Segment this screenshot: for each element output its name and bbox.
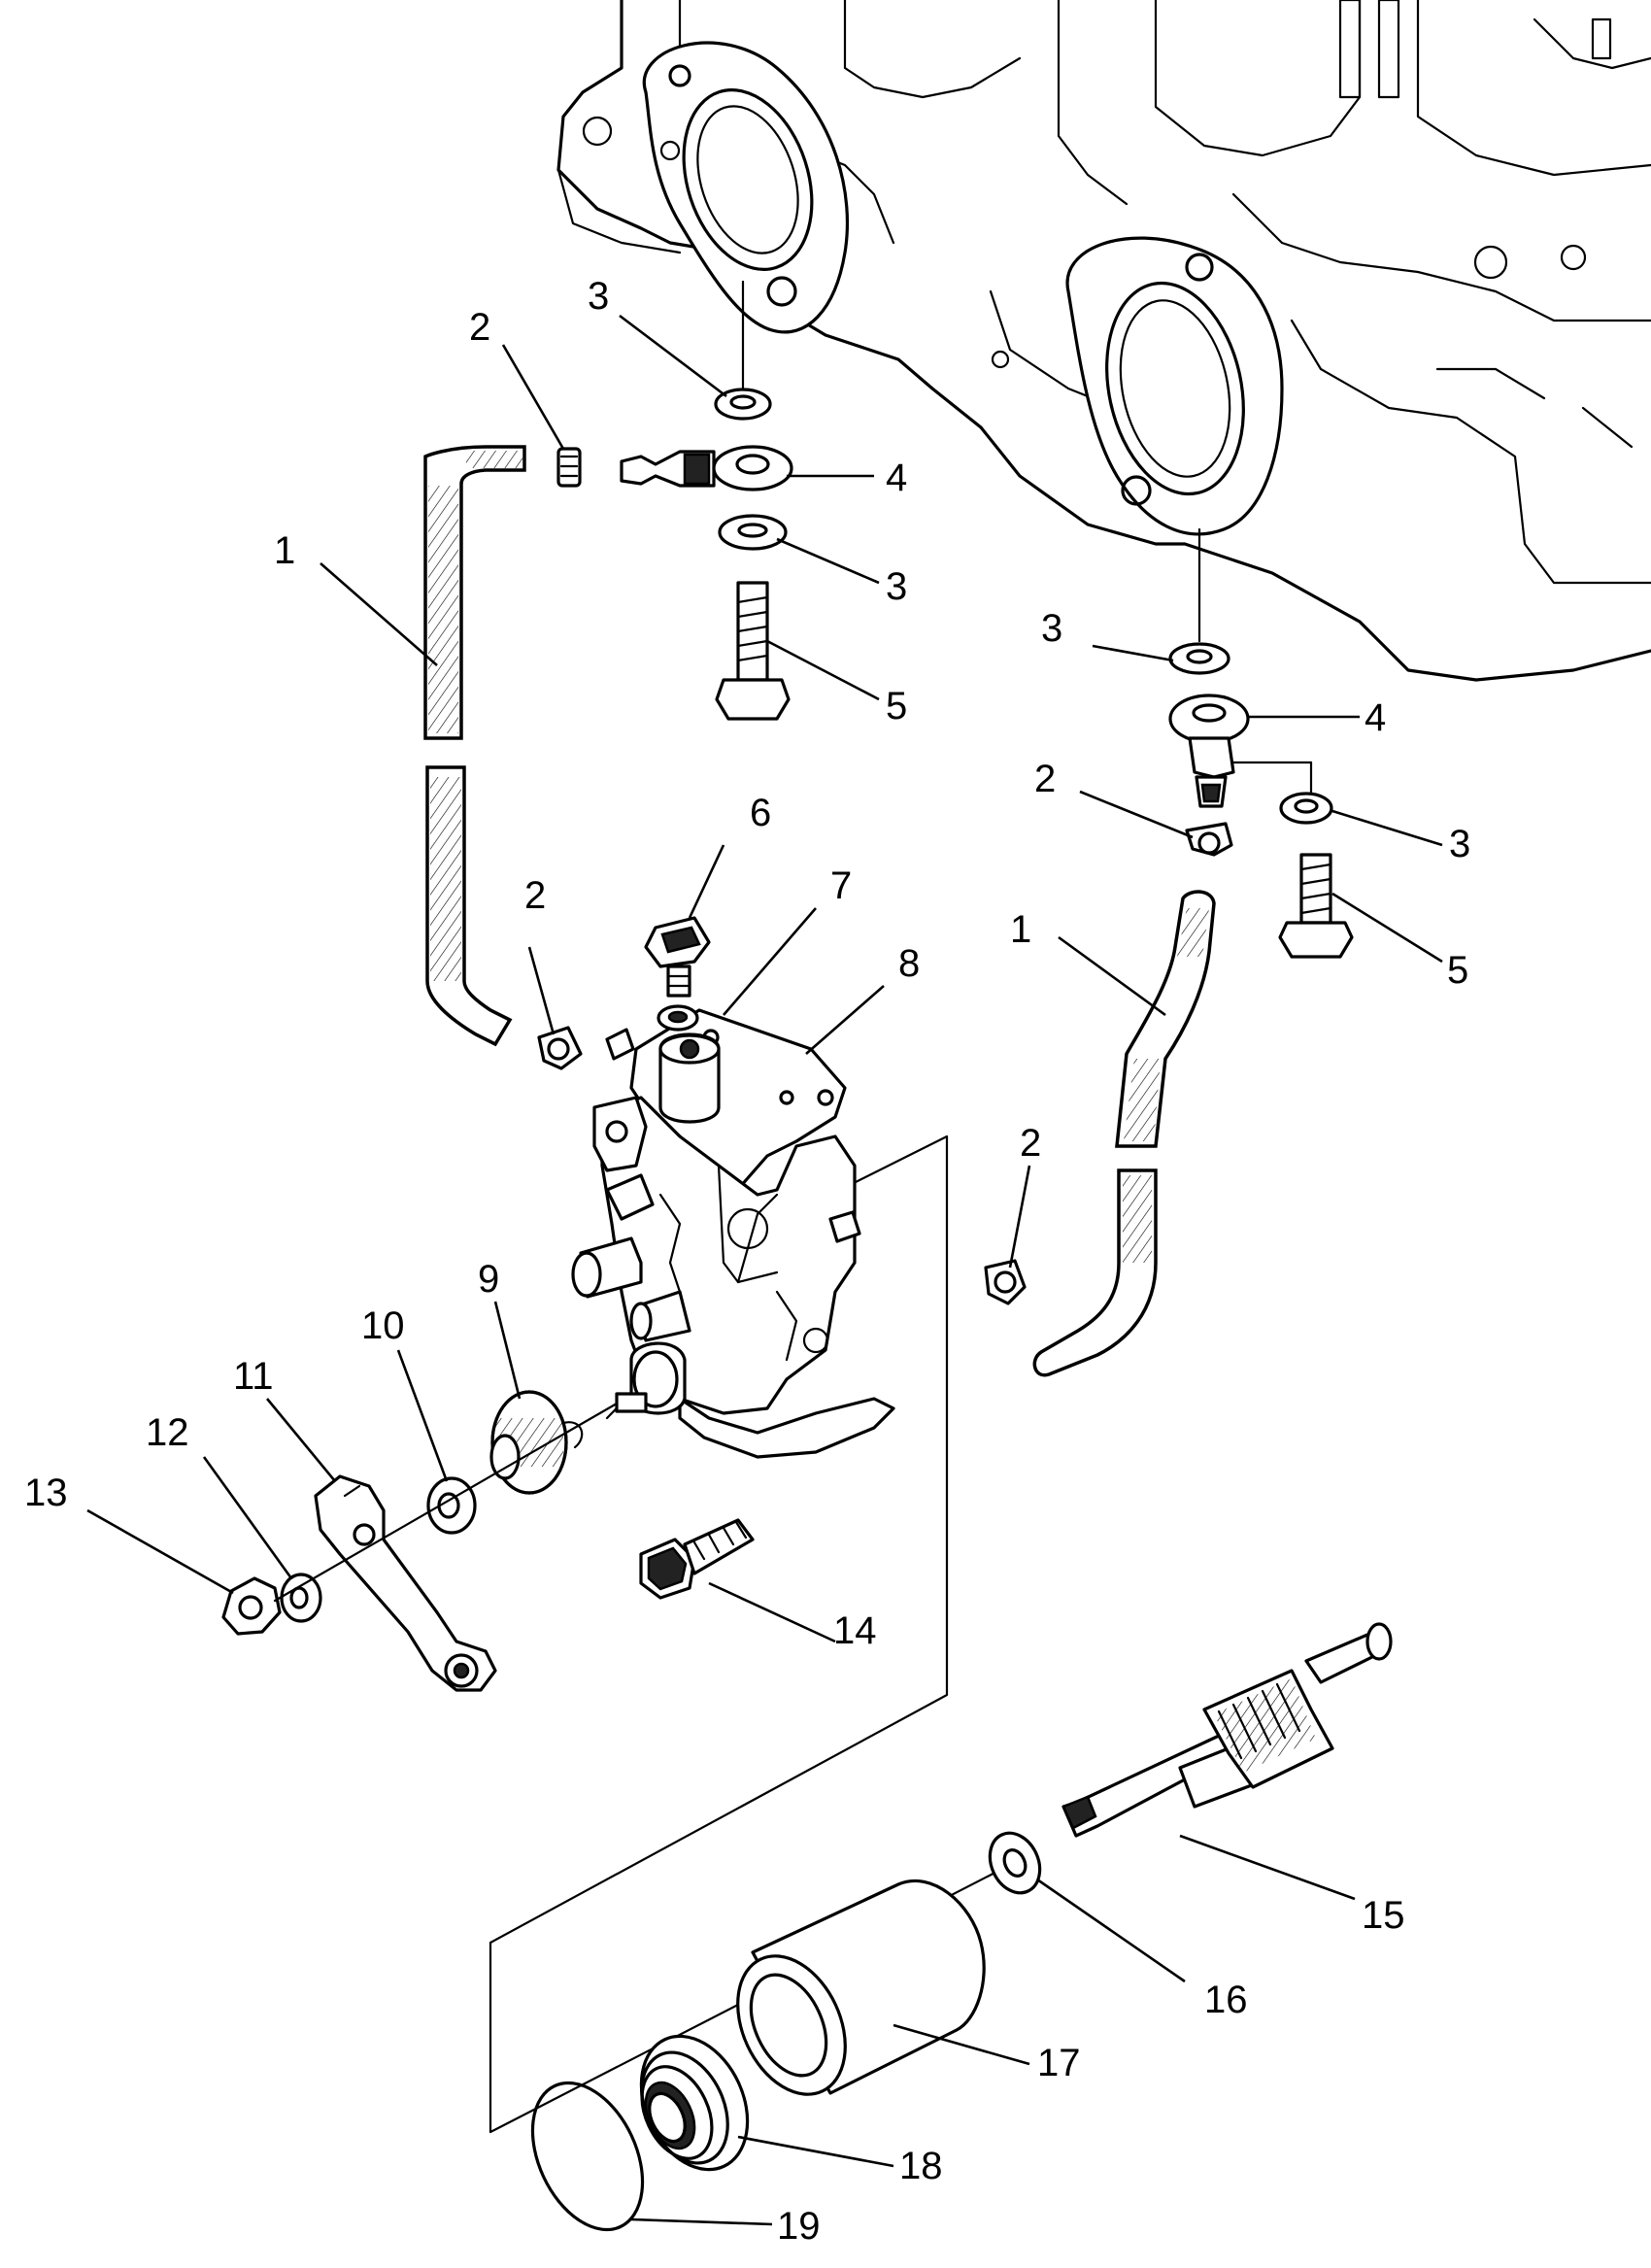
callout-1: 1 <box>1010 908 1031 951</box>
callout-3: 3 <box>588 275 609 318</box>
callout-11: 11 <box>233 1355 274 1398</box>
callout-10: 10 <box>361 1304 405 1347</box>
callout-13: 13 <box>24 1472 68 1514</box>
oil-pump-body <box>489 1008 1012 2134</box>
callout-3: 3 <box>886 565 907 608</box>
callout-3: 3 <box>1449 823 1470 865</box>
callout-2: 2 <box>524 874 546 917</box>
callout-2: 2 <box>1034 758 1056 800</box>
drive-shaft-assembly <box>530 1622 1393 2232</box>
callout-12: 12 <box>146 1411 189 1454</box>
leader-lines <box>86 314 1443 2226</box>
callout-1: 1 <box>274 529 295 572</box>
upper-left-hose-assembly <box>423 280 793 1047</box>
callout-4: 4 <box>1365 696 1386 739</box>
control-linkage <box>221 1390 755 1692</box>
callout-labels: 1 2 3 4 3 5 3 4 2 3 5 6 7 8 2 1 2 9 10 1… <box>24 275 1470 2248</box>
callout-3: 3 <box>1041 607 1062 650</box>
callout-15: 15 <box>1362 1894 1405 1937</box>
callout-8: 8 <box>898 942 920 985</box>
upper-right-fitting-assembly <box>1168 527 1354 959</box>
callout-6: 6 <box>750 792 771 834</box>
callout-9: 9 <box>478 1258 499 1301</box>
engine-cylinder-case <box>556 0 1651 682</box>
callout-19: 19 <box>777 2205 821 2248</box>
callout-17: 17 <box>1037 2042 1081 2084</box>
callout-2: 2 <box>1020 1122 1041 1165</box>
callout-16: 16 <box>1204 1979 1248 2021</box>
callout-2: 2 <box>469 306 490 349</box>
callout-5: 5 <box>886 685 907 728</box>
callout-4: 4 <box>886 457 907 499</box>
bleed-screw-and-washer <box>644 916 711 1032</box>
callout-7: 7 <box>830 864 852 907</box>
callout-5: 5 <box>1447 949 1468 992</box>
right-hose-assembly <box>537 890 1216 1377</box>
callout-14: 14 <box>833 1609 877 1652</box>
callout-18: 18 <box>899 2145 943 2187</box>
